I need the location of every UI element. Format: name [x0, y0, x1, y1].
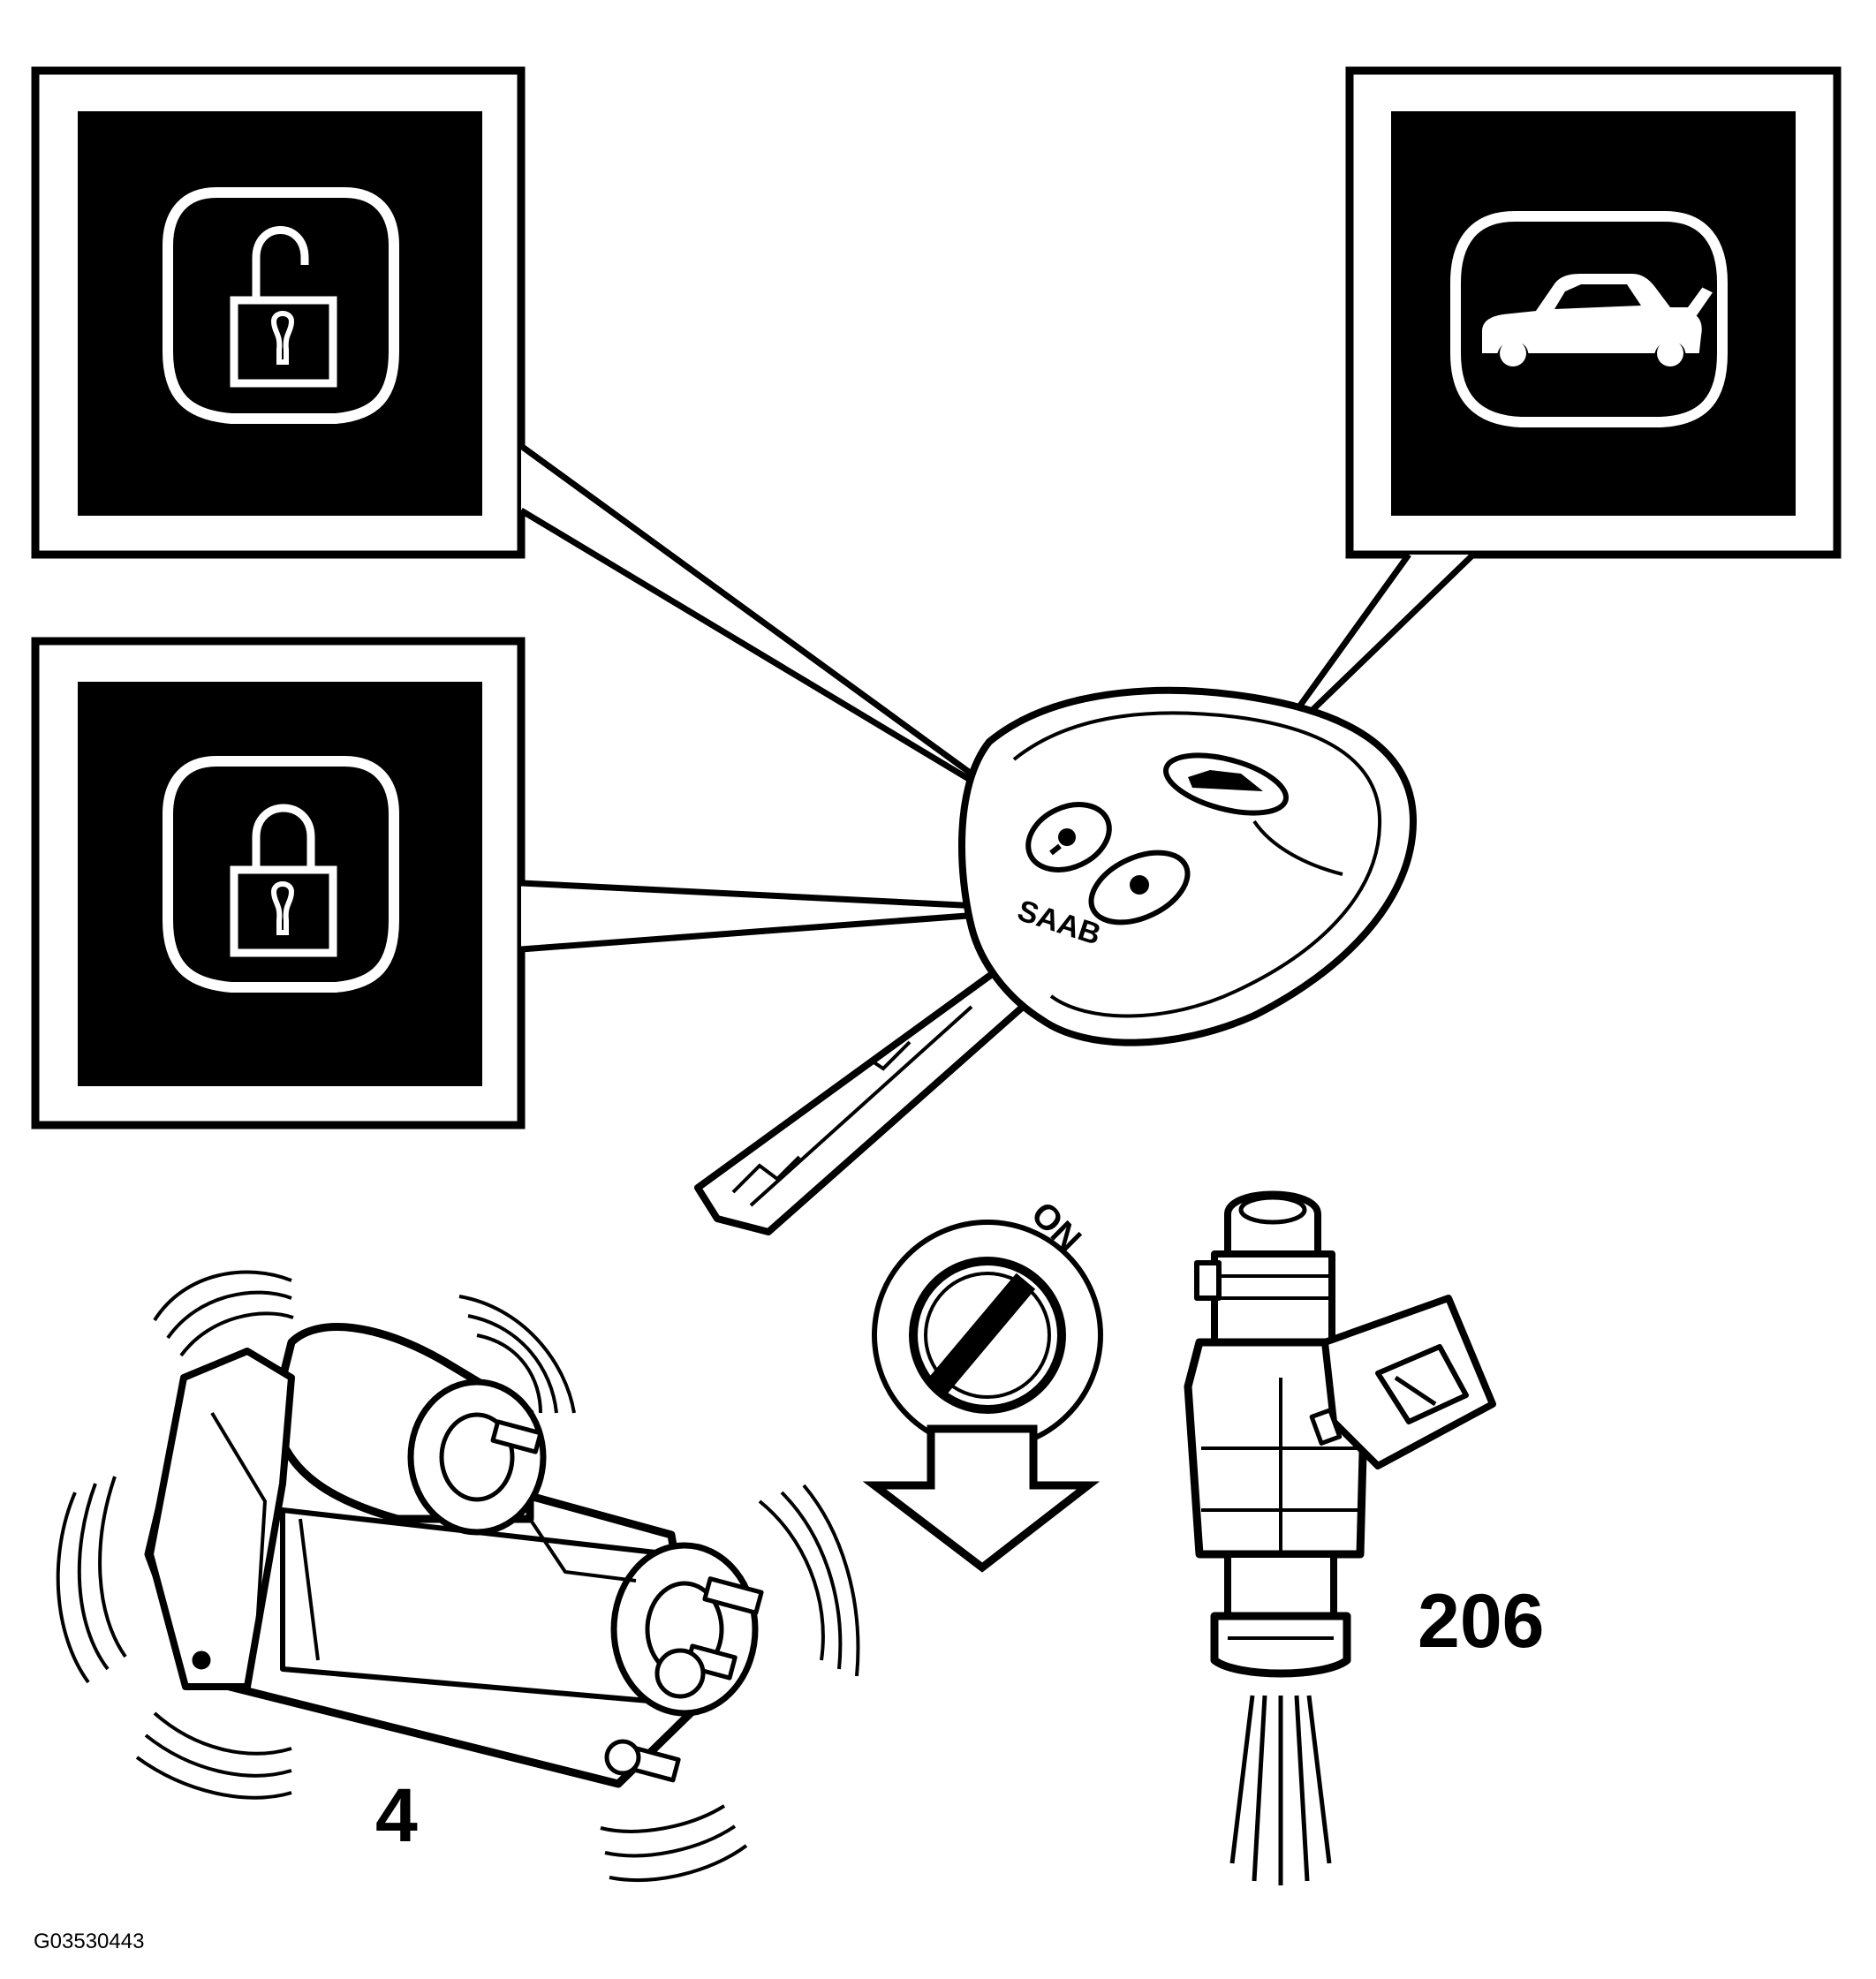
starter-motor: [56, 1270, 860, 1882]
fob-trunk-button: [1162, 752, 1290, 816]
remote-key-fob: SAAB: [694, 686, 1418, 1235]
unlock-leader: [518, 443, 1027, 816]
lock-padlock-icon: [163, 756, 399, 993]
trunk-open-car-icon: [1450, 211, 1728, 427]
fuel-injector-callout: 206: [1418, 1579, 1545, 1664]
fob-unlock-button: [1025, 802, 1112, 872]
ignition-switch: ON: [872, 1195, 1103, 1451]
unlock-padlock-icon: [163, 187, 399, 424]
unlock-button-panel: [31, 66, 526, 559]
trunk-button-panel: [1345, 66, 1842, 559]
down-arrow-icon: [862, 1424, 1101, 1573]
figure-id: G03530443: [34, 1930, 144, 1953]
lock-button-panel: [31, 637, 526, 1129]
fuel-injector: [1184, 1190, 1496, 1885]
fob-lock-button: [1088, 850, 1191, 925]
starter-motor-callout: 4: [375, 1773, 418, 1858]
